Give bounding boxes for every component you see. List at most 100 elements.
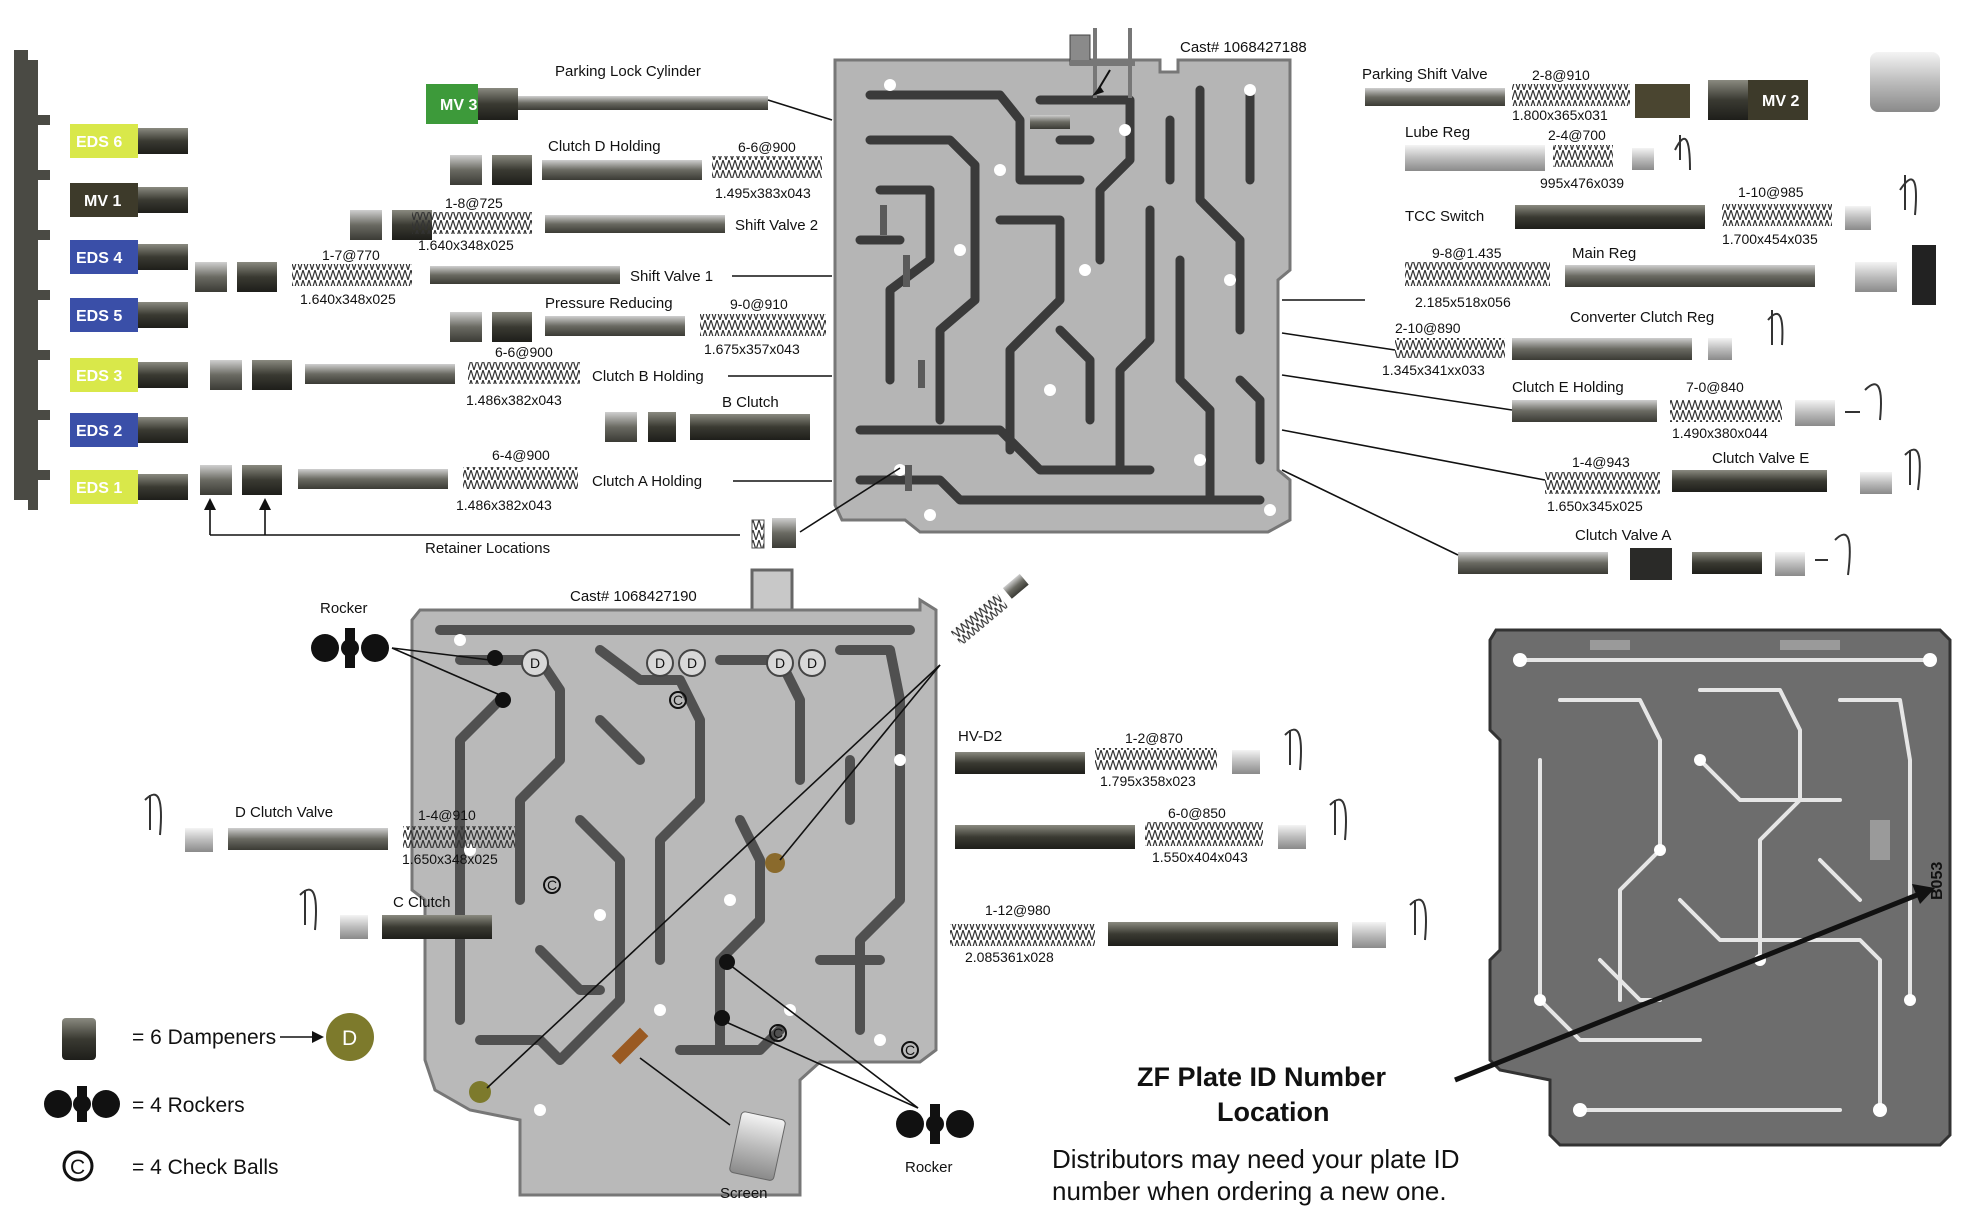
svg-text:1.495x383x043: 1.495x383x043 [715,185,811,201]
solenoid-eds3: EDS 3 [70,358,188,392]
svg-text:1.700x454x035: 1.700x454x035 [1722,231,1818,247]
svg-text:1.486x382x043: 1.486x382x043 [466,392,562,408]
svg-text:1-12@980: 1-12@980 [985,902,1051,918]
svg-text:1.640x348x025: 1.640x348x025 [300,291,396,307]
svg-text:D: D [687,655,697,671]
svg-text:D: D [775,655,785,671]
svg-text:Clutch Valve A: Clutch Valve A [1575,527,1671,544]
solenoid-list: EDS 6 MV 1 EDS 4 EDS 5 EDS 3 EDS 2 [70,124,188,504]
svg-text:Retainer Locations: Retainer Locations [425,540,550,557]
svg-text:Main Reg: Main Reg [1572,245,1636,262]
svg-text:Shift Valve 1: Shift Valve 1 [630,268,713,285]
upper-cast-number: Cast# 1068427188 [1180,39,1307,56]
plate-id-callout: ZF Plate ID Number Location Distributors… [1052,884,1935,1206]
svg-text:MV 2: MV 2 [1762,93,1799,110]
screen: Screen [639,1057,786,1202]
upper-left-parts: MV 3 Parking Lock Cylinder Clutch D Hold… [195,63,901,557]
legend-dampeners: = 6 Dampeners D [62,1013,374,1061]
svg-text:C Clutch: C Clutch [393,894,451,911]
upper-right-parts: MV 2 Parking Shift Valve 2-8@910 1.800x3… [1281,52,1940,580]
shift-valve-2: Shift Valve 2 1-8@725 1.640x348x025 [350,195,818,253]
lower-check-ball-markers: C C C C [543,691,919,1059]
lube-reg: Lube Reg 2-4@700 995x476x039 [1405,124,1691,191]
clutch-a-holding: Clutch A Holding 6-4@900 1.486x382x043 [200,447,832,513]
tcc-switch: TCC Switch 1-10@985 1.700x454x035 [1405,175,1917,247]
legend-rockers: = 4 Rockers [44,1086,245,1122]
svg-text:1.640x348x025: 1.640x348x025 [418,237,514,253]
solenoid-eds5: EDS 5 [70,298,188,332]
svg-text:1.345x341xx033: 1.345x341xx033 [1382,362,1485,378]
svg-text:D: D [342,1027,357,1050]
svg-text:1.795x358x023: 1.795x358x023 [1100,773,1196,789]
svg-text:EDS 2: EDS 2 [76,423,122,440]
clutch-valve-e: Clutch Valve E 1-4@943 1.650x345x025 [1281,429,1921,514]
svg-text:Lube Reg: Lube Reg [1405,124,1470,141]
svg-text:D: D [807,655,817,671]
svg-text:2.085361x028: 2.085361x028 [965,949,1054,965]
svg-text:1-7@770: 1-7@770 [322,247,380,263]
svg-text:Shift Valve 2: Shift Valve 2 [735,217,818,234]
svg-text:EDS 6: EDS 6 [76,134,122,151]
plate-id-note-line2: number when ordering a new one. [1052,1176,1447,1206]
svg-text:1.490x380x044: 1.490x380x044 [1672,425,1768,441]
svg-text:Rocker: Rocker [320,600,368,617]
lower-valve-3: 1-12@980 2.085361x028 [950,898,1427,965]
solenoid-eds2: EDS 2 [70,413,188,447]
plate-id-title-line2: Location [1217,1097,1330,1127]
svg-text:2-4@700: 2-4@700 [1548,127,1606,143]
retainer-locations: Retainer Locations [204,467,901,557]
svg-text:= 4 Rockers: = 4 Rockers [132,1094,245,1117]
parking-lock-cylinder: MV 3 Parking Lock Cylinder [426,63,833,124]
svg-text:6-4@900: 6-4@900 [492,447,550,463]
svg-text:1-8@725: 1-8@725 [445,195,503,211]
legend-check-balls: C = 4 Check Balls [62,1150,279,1182]
svg-text:Clutch E Holding: Clutch E Holding [1512,379,1624,396]
svg-text:EDS 1: EDS 1 [76,480,122,497]
svg-text:HV-D2: HV-D2 [958,728,1002,745]
svg-text:Clutch D Holding: Clutch D Holding [548,138,661,155]
solenoid-eds1: EDS 1 [70,470,188,504]
svg-text:Clutch B Holding: Clutch B Holding [592,368,704,385]
svg-text:6-6@900: 6-6@900 [495,344,553,360]
plate-id-number: B053 [1929,862,1946,900]
svg-text:D: D [530,655,540,671]
svg-text:C: C [70,1156,85,1179]
svg-text:1.675x357x043: 1.675x357x043 [704,341,800,357]
svg-text:1.650x345x025: 1.650x345x025 [1547,498,1643,514]
svg-text:1-10@985: 1-10@985 [1738,184,1804,200]
converter-clutch-reg: Converter Clutch Reg 2-10@890 1.345x341x… [1281,309,1784,378]
svg-text:D: D [655,655,665,671]
clutch-valve-a: Clutch Valve A [1281,469,1851,580]
svg-text:1.800x365x031: 1.800x365x031 [1512,107,1608,123]
svg-text:2-10@890: 2-10@890 [1395,320,1461,336]
svg-text:1.486x382x043: 1.486x382x043 [456,497,552,513]
svg-text:Converter Clutch Reg: Converter Clutch Reg [1570,309,1714,326]
svg-text:7-0@840: 7-0@840 [1686,379,1744,395]
svg-text:MV 1: MV 1 [84,193,121,210]
solenoid-bracket [14,50,50,510]
svg-text:1-2@870: 1-2@870 [1125,730,1183,746]
svg-text:B Clutch: B Clutch [722,394,779,411]
solenoid-mv1: MV 1 [70,183,188,217]
svg-text:EDS 4: EDS 4 [76,250,122,267]
lower-right-parts: HV-D2 1-2@870 1.795x358x023 6-0@850 1.55… [950,728,1427,965]
lower-left-parts: D Clutch Valve 1-4@910 1.650x348x025 C C… [144,793,515,939]
pressure-reducing: Pressure Reducing 9-0@910 1.675x357x043 [450,295,826,357]
d-clutch-valve: D Clutch Valve 1-4@910 1.650x348x025 [144,793,515,867]
b-clutch: B Clutch [605,394,810,442]
svg-text:EDS 5: EDS 5 [76,308,122,325]
svg-text:Clutch Valve E: Clutch Valve E [1712,450,1809,467]
plate-id-note-line1: Distributors may need your plate ID [1052,1144,1460,1174]
svg-text:Parking Lock Cylinder: Parking Lock Cylinder [555,63,701,80]
svg-text:1.550x404x043: 1.550x404x043 [1152,849,1248,865]
parking-shift-valve: MV 2 Parking Shift Valve 2-8@910 1.800x3… [1362,52,1940,123]
shift-valve-1: Shift Valve 1 1-7@770 1.640x348x025 [195,247,832,307]
svg-text:Pressure Reducing: Pressure Reducing [545,295,673,312]
lower-cast-number: Cast# 1068427190 [570,588,697,605]
solenoid-eds4: EDS 4 [70,240,188,274]
svg-text:2.185x518x056: 2.185x518x056 [1415,294,1511,310]
svg-text:6-0@850: 6-0@850 [1168,805,1226,821]
svg-text:Clutch A Holding: Clutch A Holding [592,473,702,490]
lower-spring-top [486,573,1029,1089]
